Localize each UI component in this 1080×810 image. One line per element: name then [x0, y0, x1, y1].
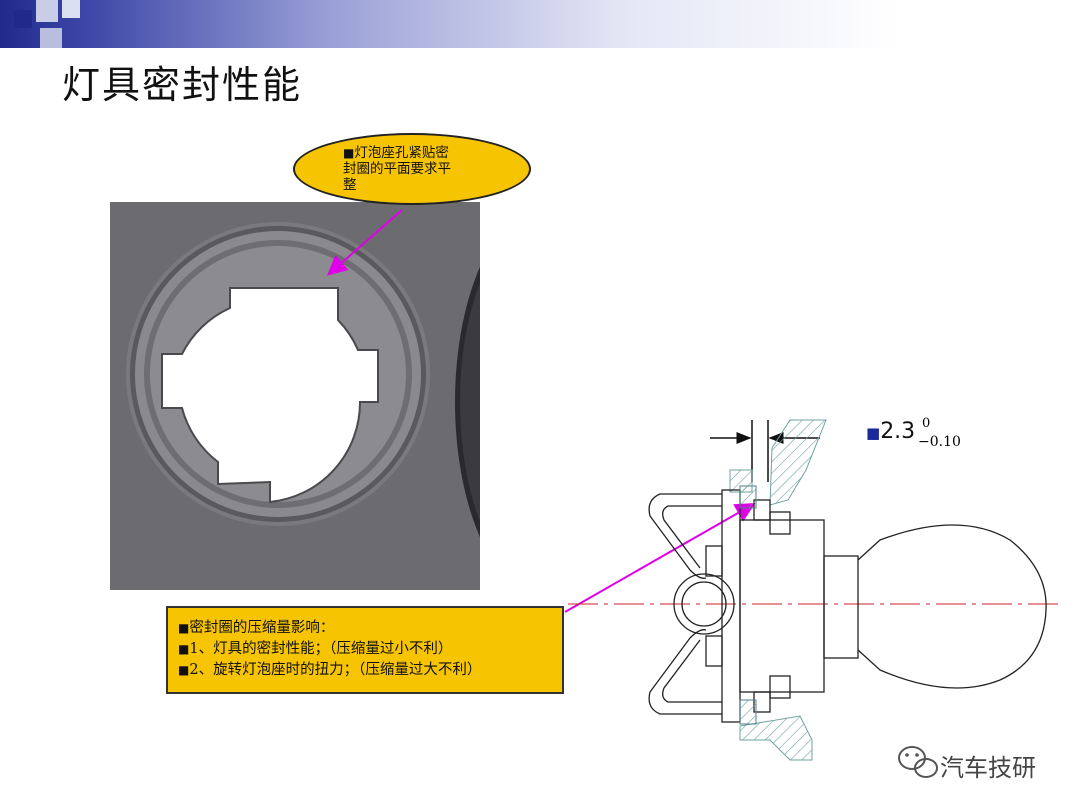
callout-box: ■密封圈的压缩量影响： ■1、灯具的密封性能；（压缩量过小不利） ■2、旋转灯泡… — [166, 606, 564, 694]
callout-box-line-2: ■1、灯具的密封性能；（压缩量过小不利） — [178, 639, 562, 660]
callout-oval-line-3: 整 — [343, 177, 357, 193]
header-square-light — [62, 0, 80, 18]
socket-step-1 — [705, 545, 723, 577]
callout-box-text: 2、旋转灯泡座时的扭力；（压缩量过大不利） — [189, 662, 482, 678]
clip-top-inner — [662, 505, 722, 569]
dimension-upper-tolerance: 0 — [922, 416, 931, 431]
housing-wall-top — [769, 419, 827, 506]
callout-oval: ■灯泡座孔紧贴密 封圈的平面要求平 整 — [293, 133, 531, 205]
arrow-box-to-seal — [564, 503, 756, 613]
bullet-icon: ■ — [343, 146, 355, 160]
dimension-value: ■2.3 — [866, 419, 915, 444]
bullet-icon: ■ — [178, 642, 190, 656]
socket-knob-inner — [681, 581, 727, 627]
callout-oval-text: 灯泡座孔紧贴密 — [354, 145, 449, 161]
seal-ring-top — [739, 485, 757, 509]
watermark-text: 汽车技研 — [940, 754, 1036, 782]
clip-bottom-inner — [662, 639, 722, 703]
callout-oval-line-1: ■灯泡座孔紧贴密 — [343, 145, 489, 161]
socket-body — [739, 519, 825, 693]
socket-step-2 — [705, 635, 723, 667]
callout-box-line-3: ■2、旋转灯泡座时的扭力；（压缩量过大不利） — [178, 660, 562, 681]
header-square-dark — [14, 10, 32, 28]
socket-photo-drawing — [110, 202, 480, 590]
slide-title: 灯具密封性能 — [62, 63, 303, 107]
callout-oval-line-2: 封圈的平面要求平 — [343, 161, 451, 177]
bullet-icon: ■ — [178, 621, 190, 635]
header-square-light — [40, 28, 62, 48]
header-band — [0, 0, 1080, 48]
callout-box-text: 密封圈的压缩量影响： — [189, 620, 335, 636]
bullet-icon: ■ — [178, 663, 190, 677]
dimension-label: ■2.3 0 −0.10 — [866, 416, 986, 456]
socket-tab-top — [769, 511, 791, 535]
callout-box-line-1: ■密封圈的压缩量影响： — [178, 618, 562, 639]
header-square-light — [36, 0, 58, 22]
socket-knob — [673, 573, 735, 635]
housing-wall-bottom — [739, 715, 813, 761]
socket-tab-bottom — [769, 675, 791, 699]
clip-top — [648, 493, 722, 579]
socket-neck — [823, 555, 859, 659]
seal-ring-bottom — [739, 699, 757, 725]
arrow-oval-to-ring — [326, 209, 403, 276]
clip-bottom — [648, 629, 722, 715]
socket-lug-top — [753, 499, 771, 521]
bulb-outline — [857, 524, 1047, 689]
bullet-icon: ■ — [866, 424, 881, 442]
dimension-value-text: 2.3 — [880, 419, 916, 444]
dimension-lower-tolerance: −0.10 — [918, 434, 961, 450]
callout-box-text: 1、灯具的密封性能；（压缩量过小不利） — [189, 641, 453, 657]
socket-flange — [721, 489, 741, 723]
socket-photo — [110, 202, 480, 590]
